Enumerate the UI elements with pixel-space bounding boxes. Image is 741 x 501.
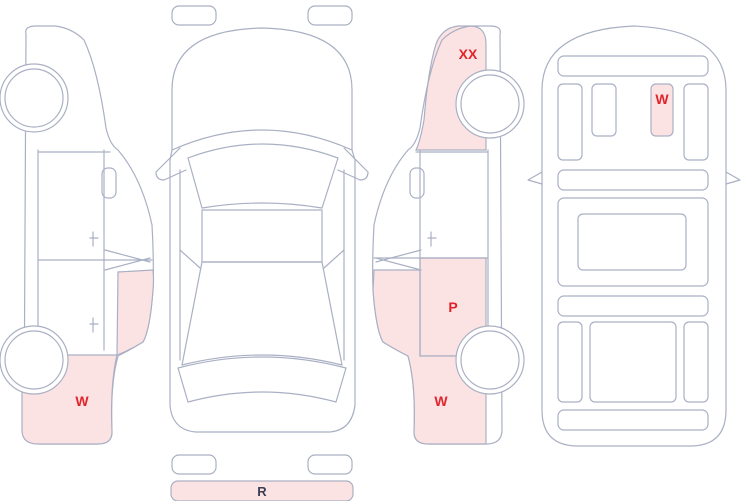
interior-right-mirror — [725, 171, 741, 185]
interior-rear-bench — [557, 295, 709, 317]
interior-body-outline — [541, 25, 727, 447]
top-right-mirror — [337, 147, 369, 181]
top-roof — [201, 209, 323, 263]
left-rear-door-handle — [89, 317, 99, 333]
top-trunk-lid — [177, 356, 347, 403]
interior-trunk — [557, 409, 709, 431]
interior-right-rear-door — [683, 321, 709, 403]
top-rear-window — [181, 261, 343, 366]
interior-passenger-seat-damage — [650, 83, 674, 137]
rear-bumper-damage — [170, 480, 354, 501]
top-left-pillar — [179, 249, 201, 269]
rear-bumper-label: R — [257, 484, 267, 499]
left-window-handle — [101, 167, 117, 199]
right-rear-damage-area — [372, 269, 487, 445]
interior-right-front-door — [683, 83, 709, 161]
right-front-door-handle — [427, 231, 437, 247]
right-door-damage-mark: P — [448, 299, 457, 315]
right-front-wheel-inner — [460, 74, 520, 134]
front-right-tire-top — [307, 5, 353, 26]
left-mirror-line-2 — [104, 257, 151, 271]
top-body-outline — [169, 27, 356, 433]
interior-rear-floor — [589, 321, 677, 403]
interior-front-console — [557, 169, 709, 191]
front-left-tire-top — [171, 5, 217, 26]
right-mirror-line-2 — [375, 257, 422, 271]
interior-left-front-door — [557, 83, 583, 161]
front-top-view: R — [155, 5, 369, 501]
left-rear-quarter-damage — [116, 269, 155, 356]
interior-top-view: W — [527, 25, 741, 447]
interior-center-panel — [577, 213, 687, 271]
top-left-mirror — [155, 147, 187, 181]
interior-left-mirror — [527, 171, 543, 185]
interior-dashboard — [557, 55, 709, 77]
left-rear-damage-mark: W — [75, 393, 89, 409]
right-rear-damage-mark: W — [434, 393, 448, 409]
interior-seat-damage-mark: W — [655, 91, 669, 107]
interior-driver-seat — [591, 83, 617, 137]
top-right-pillar — [323, 249, 345, 269]
top-windshield — [187, 143, 339, 209]
right-front-damage-mark: XX — [459, 46, 478, 62]
right-rear-wheel-inner — [460, 330, 520, 390]
left-rear-wheel-inner — [4, 330, 64, 390]
right-window-handle — [409, 167, 425, 199]
interior-middle-section — [557, 197, 709, 287]
rear-left-tire-top — [171, 454, 217, 475]
top-hood-edge — [171, 129, 353, 151]
rear-right-tire-top — [307, 454, 353, 475]
right-side-view: XX P W — [372, 25, 525, 445]
left-front-door-handle — [89, 231, 99, 247]
interior-left-rear-door — [557, 321, 583, 403]
left-side-view: W — [0, 25, 155, 445]
left-front-wheel-inner — [4, 68, 64, 128]
